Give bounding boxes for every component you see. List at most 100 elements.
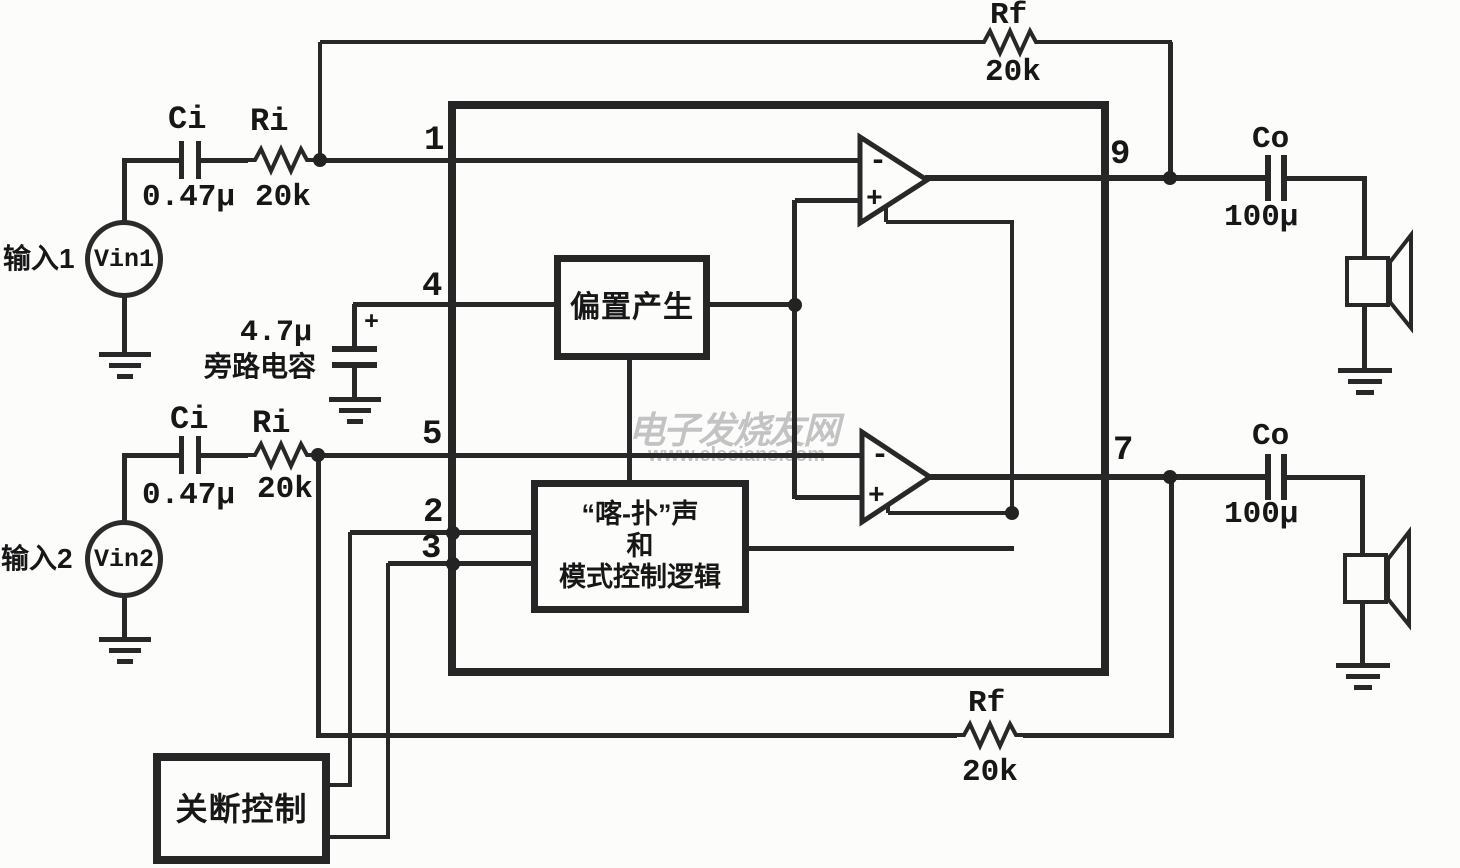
logic-block-line1: “喀-扑”声 <box>581 498 699 529</box>
co1-name-label: Co <box>1252 122 1290 157</box>
wire-vin2-up <box>122 453 127 526</box>
wire-opamp1-tap <box>886 220 1014 224</box>
ci2-value-label: 0.47μ <box>142 478 236 513</box>
opamp2 <box>859 427 935 527</box>
wire-shutdown-out1 <box>328 783 352 787</box>
wire-opamp2-tap <box>888 511 1014 515</box>
ri1-name-label: Ri <box>250 103 289 140</box>
bypass-name-label: 旁路电容 <box>204 351 317 382</box>
wire-rf-bottom-right <box>1023 733 1174 738</box>
wire-opamp1-tap-stub <box>884 206 888 222</box>
wire-pin2-riser <box>348 532 352 787</box>
wire-speaker1-in <box>1362 178 1367 258</box>
rf-bottom-name-label: Rf <box>968 686 1006 721</box>
wire-vin1-up <box>122 158 127 224</box>
junction-pin3-edge <box>446 557 460 571</box>
cap-co1-plate-left <box>1265 155 1271 201</box>
bypass-value-label: 4.7μ <box>240 316 313 350</box>
opamp2-minus-sign: - <box>871 439 890 473</box>
wire-rf-top-riser-right <box>1168 42 1173 180</box>
pin9-label: 9 <box>1110 136 1131 174</box>
wire-rf-top-right <box>1043 40 1172 44</box>
co2-name-label: Co <box>1252 419 1290 454</box>
co1-value-label: 100μ <box>1224 200 1299 235</box>
opamp1-plus-sign: + <box>866 184 883 215</box>
opamp1-minus-sign: - <box>869 145 888 179</box>
resistor-ri2 <box>246 439 316 471</box>
cap-bypass-plate-top <box>332 346 377 352</box>
wire-pin3 <box>388 561 539 566</box>
speaker1-box <box>1345 256 1390 307</box>
logic-block: “喀-扑”声 和 模式控制逻辑 <box>531 480 749 613</box>
rf-bottom-value-label: 20k <box>962 755 1018 790</box>
cap-ci1-plate-left <box>179 141 184 179</box>
cap-bypass-plate-bottom <box>332 362 377 368</box>
wire-opamp2-output <box>928 474 1265 480</box>
wire-pin1-to-opamp1 <box>314 158 862 163</box>
junction-pin2-edge <box>446 526 460 540</box>
wire-bias-output <box>706 302 797 307</box>
input1-label: 输入1 <box>3 243 75 274</box>
wire-bypass-top <box>352 304 357 346</box>
watermark-title: 电子发烧友网 <box>628 410 840 451</box>
speaker2-horn <box>1386 526 1411 631</box>
bypass-plus-sign: + <box>364 308 380 337</box>
opamp1 <box>857 132 932 228</box>
pin2-label: 2 <box>423 494 444 532</box>
wire-rf-top-left <box>320 40 977 44</box>
bias-block: 偏置产生 <box>554 255 710 360</box>
resistor-rf-top <box>975 26 1045 58</box>
junction-pin1-node <box>313 153 327 167</box>
wire-in1-a <box>125 158 181 163</box>
wire-shutdown-out2 <box>328 835 390 839</box>
vin2-label: Vin2 <box>93 544 154 574</box>
vin1-label: Vin1 <box>93 244 154 274</box>
cap-co2-plate-left <box>1265 454 1271 500</box>
cap-ci2-plate-right <box>196 436 201 474</box>
pin1-label: 1 <box>424 122 445 160</box>
resistor-ri1 <box>246 144 316 176</box>
wire-plus-rail <box>792 200 797 499</box>
wire-pin4 <box>353 302 562 307</box>
source-vin2: Vin2 <box>85 520 163 598</box>
cap-co2-plate-right <box>1281 454 1287 500</box>
wire-opamp2-plus-in <box>795 495 864 500</box>
ci1-name-label: Ci <box>168 101 207 138</box>
wire-bypass-bottom <box>352 368 357 399</box>
wire-rf-bottom-left <box>318 733 957 738</box>
shutdown-block-label: 关断控制 <box>175 790 308 827</box>
ic-boundary-box <box>448 101 1109 676</box>
wire-bias-to-logic <box>627 355 632 483</box>
bias-block-label: 偏置产生 <box>570 290 694 324</box>
pin5-label: 5 <box>422 416 443 454</box>
wire-rf-top-riser-left <box>318 42 322 162</box>
wire-opamp1-plus-in <box>795 198 862 203</box>
ci1-value-label: 0.47μ <box>142 180 236 215</box>
wire-vin1-down <box>122 296 127 354</box>
wire-speaker2-in <box>1360 477 1365 557</box>
wire-in2-b <box>201 453 248 458</box>
rf-top-name-label: Rf <box>990 0 1028 33</box>
rf-top-value-label: 20k <box>985 55 1041 90</box>
junction-output9-node <box>1163 171 1177 185</box>
co2-value-label: 100μ <box>1224 497 1299 532</box>
source-vin1: Vin1 <box>85 220 163 298</box>
cap-ci1-plate-right <box>196 141 201 179</box>
wire-co2-to-speaker2 <box>1287 475 1365 480</box>
cap-ci2-plate-left <box>179 436 184 474</box>
cap-co1-plate-right <box>1281 155 1287 201</box>
wire-in1-b <box>201 158 248 163</box>
wire-rf-bottom-riser-left <box>316 455 321 738</box>
wire-opamp1-output <box>925 175 1265 181</box>
opamp2-plus-sign: + <box>868 481 885 512</box>
wire-rf-bottom-riser-right <box>1169 477 1174 738</box>
junction-tap-node <box>1005 506 1019 520</box>
logic-block-line2: 和 <box>626 530 654 561</box>
junction-pin5-node <box>311 448 325 462</box>
pin7-label: 7 <box>1113 432 1134 470</box>
wire-logic-output <box>747 546 1014 551</box>
pin4-label: 4 <box>422 268 443 306</box>
junction-bias-output <box>788 298 802 312</box>
wire-in2-a <box>125 453 181 458</box>
